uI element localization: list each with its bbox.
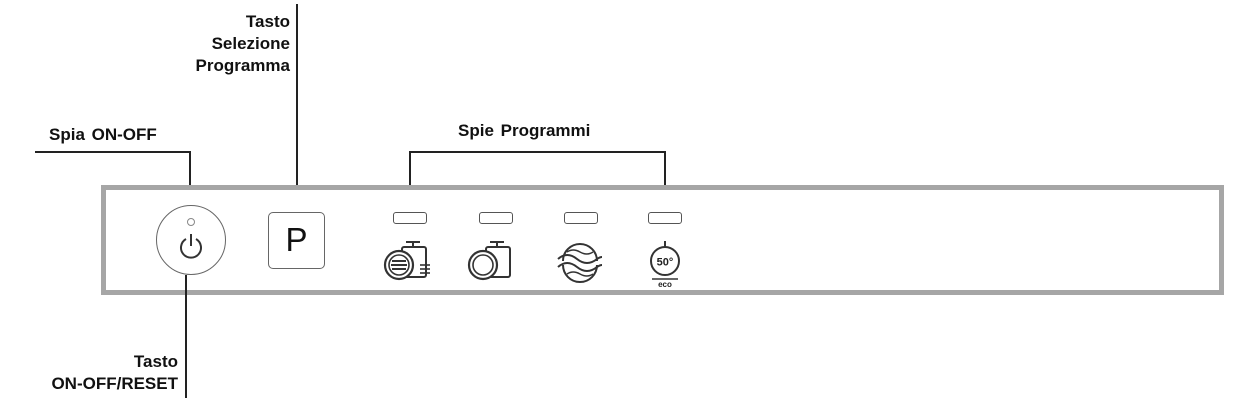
- control-panel: [101, 185, 1224, 295]
- bracket-left: [409, 151, 411, 212]
- normal-wash-icon: [467, 241, 511, 281]
- leader-line-program-button: [296, 4, 298, 212]
- program-led-1: [393, 212, 427, 224]
- leader-line-on-off-led-horizontal: [35, 151, 190, 153]
- bracket-top: [409, 151, 665, 153]
- leader-line-on-off-led-vertical: [189, 151, 191, 215]
- label-tasto-on-off-line-2: ON-OFF/RESET: [51, 374, 178, 393]
- intensive-wash-icon: [383, 241, 430, 281]
- eco-50-icon: 50° eco: [650, 241, 680, 289]
- rapid-wash-icon: [557, 243, 603, 283]
- label-tasto-selezione-line-1: Tasto: [245, 12, 290, 31]
- program-led-2: [479, 212, 513, 224]
- bracket-right: [664, 151, 666, 212]
- eco-temp-text: 50°: [657, 257, 674, 269]
- power-icon: [180, 234, 202, 259]
- program-select-button[interactable]: P: [268, 212, 325, 269]
- program-led-3: [564, 212, 598, 224]
- label-tasto-selezione-programma: Tasto Selezione Programma: [190, 11, 290, 77]
- on-off-reset-button[interactable]: [156, 205, 226, 275]
- label-spie-programmi: Spie Programmi: [458, 121, 591, 140]
- label-tasto-selezione-line-3: Programma: [195, 56, 290, 75]
- label-tasto-selezione-line-2: Selezione: [211, 34, 290, 53]
- on-off-led: [187, 218, 195, 226]
- label-tasto-on-off-line-1: Tasto: [133, 352, 178, 371]
- eco-text: eco: [658, 280, 672, 289]
- label-tasto-on-off-reset: Tasto ON-OFF/RESET: [40, 351, 178, 395]
- label-spia-on-off: Spia ON-OFF: [49, 125, 157, 144]
- program-led-4: [648, 212, 682, 224]
- leader-line-on-off-button: [185, 275, 187, 398]
